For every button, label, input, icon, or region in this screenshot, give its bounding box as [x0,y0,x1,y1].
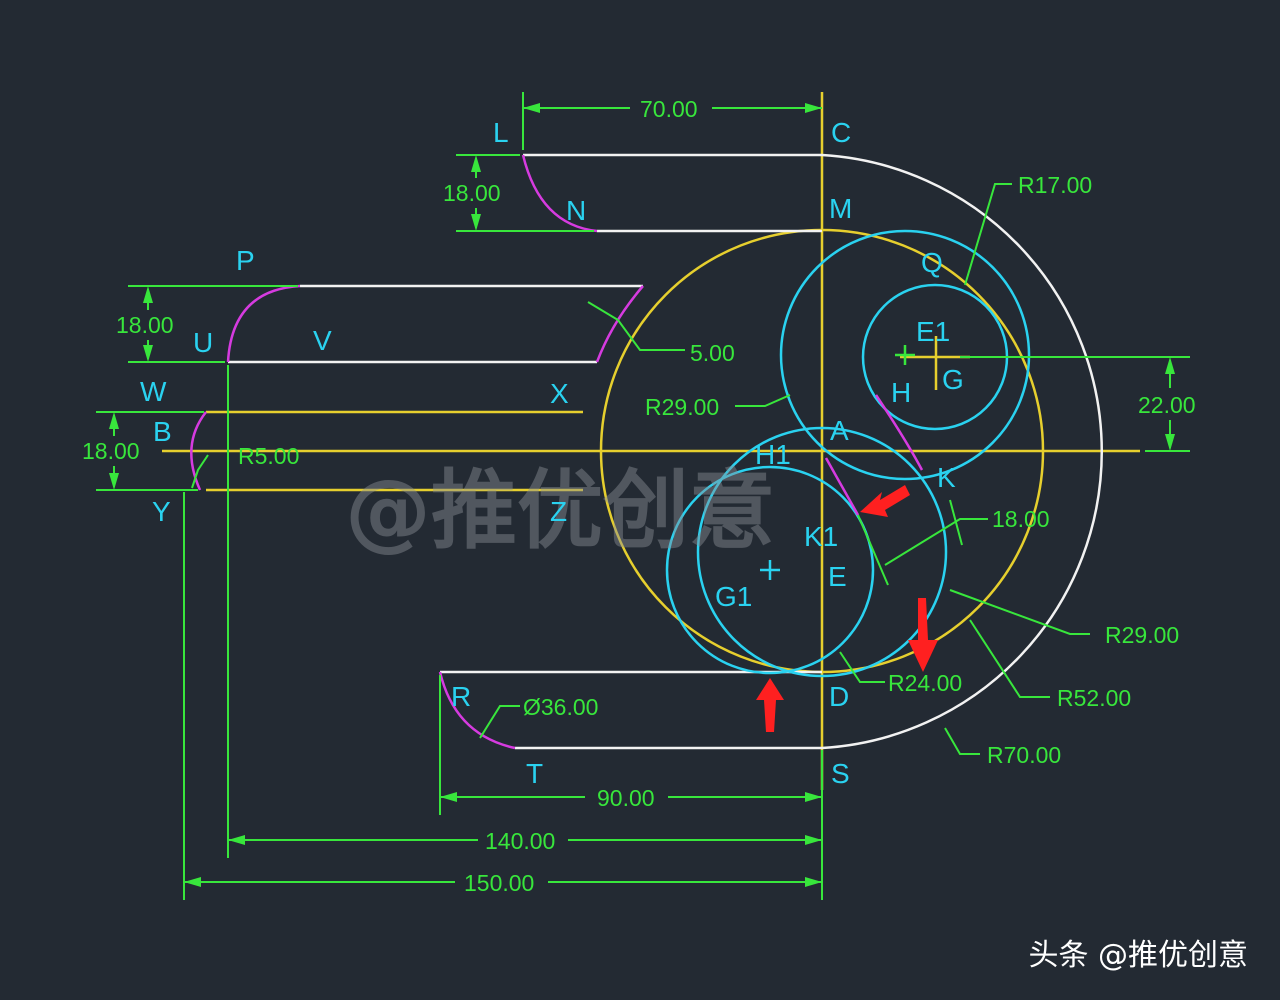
label-l: L [493,117,509,148]
dim-18-right: 18.00 [992,506,1050,532]
label-g: G [942,364,964,395]
dim-140: 140.00 [485,828,555,854]
label-e: E [828,561,847,592]
label-e1: E1 [916,316,950,347]
dimension-texts: 70.00 18.00 R17.00 18.00 5.00 R29.00 22.… [82,96,1196,896]
red-indicator-arrows [756,485,938,732]
label-u: U [193,327,213,358]
label-c: C [831,117,851,148]
r29-circle-q [779,229,1031,481]
label-a: A [830,415,849,446]
label-b: B [153,416,172,447]
label-h1: H1 [755,439,791,470]
dim-dia36: Ø36.00 [523,694,598,720]
red-arrow-up [756,678,784,732]
dim-150: 150.00 [464,870,534,896]
dim-chamfer-5: 5.00 [690,340,735,366]
dim-r29-left: R29.00 [645,394,719,420]
red-arrow-k1 [860,485,910,517]
label-p: P [236,245,255,276]
dim-r5: R5.00 [238,443,299,469]
label-y: Y [152,496,171,527]
label-d: D [829,681,849,712]
label-h: H [891,377,911,408]
label-z: Z [550,496,567,527]
label-g1: G1 [715,581,752,612]
label-t: T [526,758,543,789]
dim-18-top: 18.00 [443,180,501,206]
dim-18-mid: 18.00 [116,312,174,338]
dim-r29-right: R29.00 [1105,622,1179,648]
outer-profile [228,153,1103,750]
label-w: W [140,376,167,407]
point-labels: L C N M P Q U V E1 H G W X B A H1 K Y Z … [140,117,964,789]
label-m: M [829,193,852,224]
dim-70: 70.00 [640,96,698,122]
dimension-arrowheads [109,103,1175,887]
dim-r70: R70.00 [987,742,1061,768]
dimension-lines [96,92,1190,900]
arc-h1-k1 [824,457,860,516]
arc-rt [438,671,516,750]
magenta-arcs [190,154,924,750]
arc-h-k [874,394,924,471]
dim-90: 90.00 [597,785,655,811]
label-x: X [550,378,569,409]
watermark-text: @推优创意 [345,461,775,561]
dim-r17: R17.00 [1018,172,1092,198]
red-arrow-down [908,598,938,672]
r24-circle-g1 [665,465,875,675]
arc-chamfer [595,285,644,363]
arc-ln [521,154,598,233]
dim-18-low: 18.00 [82,438,140,464]
label-s: S [831,758,850,789]
r70-outer-arc [821,153,1103,750]
arc-wy [190,411,207,491]
dim-r24: R24.00 [888,670,962,696]
label-r: R [451,681,471,712]
label-q: Q [921,247,943,278]
label-n: N [566,195,586,226]
dim-r52: R52.00 [1057,685,1131,711]
label-k1: K1 [804,521,838,552]
r29-circle-k [696,426,948,678]
dim-22: 22.00 [1138,392,1196,418]
footer-attribution: 头条 @推优创意 [1028,938,1248,973]
label-k: K [937,462,956,493]
arc-pu [226,284,301,363]
label-v: V [313,325,332,356]
